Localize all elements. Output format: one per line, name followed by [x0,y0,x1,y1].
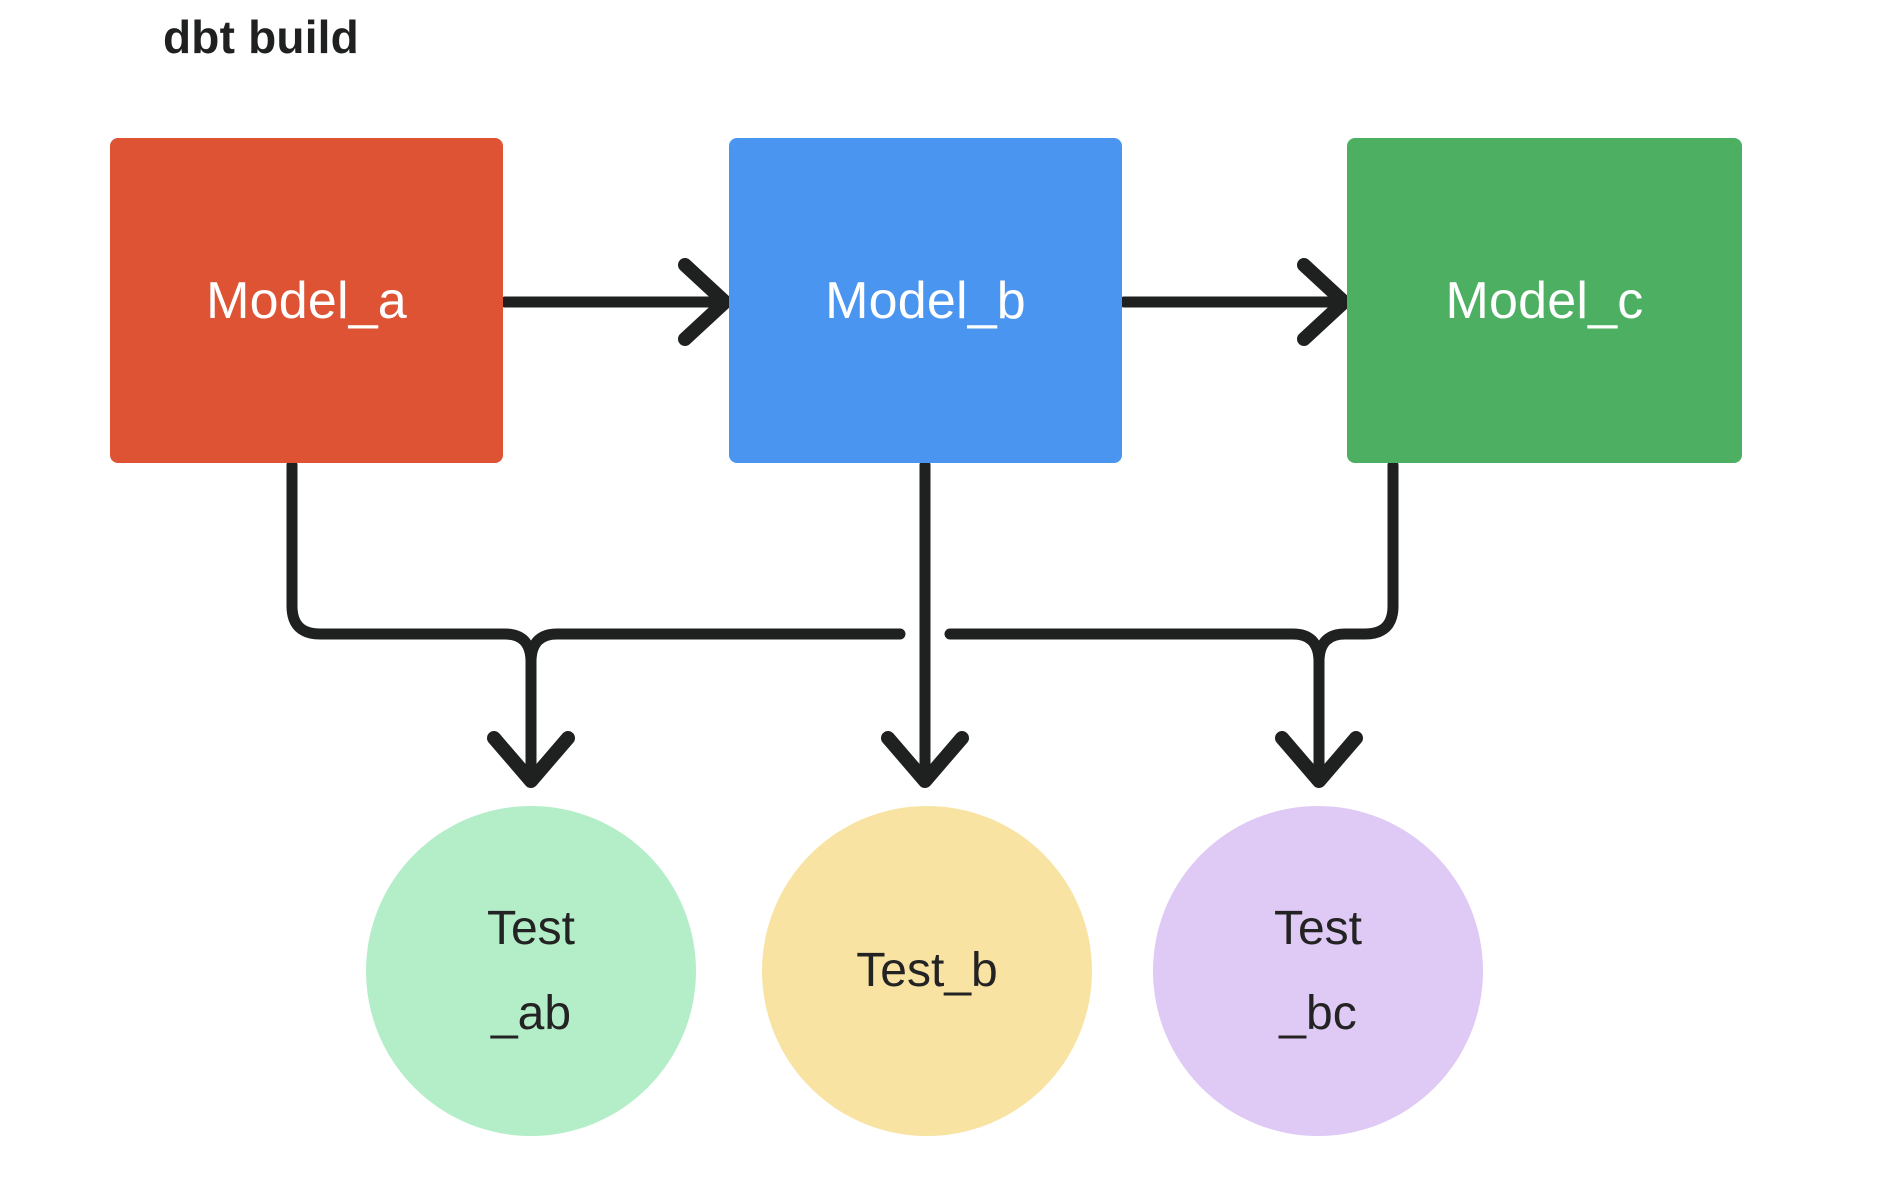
edge-model-a-to-bus [286,459,537,666]
node-test-ab-label-line2: _ab [490,987,572,1040]
node-model-c[interactable]: Model_c [1347,138,1742,463]
edge-model-c-to-bus [1313,459,1399,666]
edge-model-a-to-model-b [499,258,732,346]
node-model-a-label: Model_a [206,271,407,330]
node-test-bc[interactable]: Test _bc [1153,806,1483,1136]
edge-bus-to-test-bc [1275,646,1363,788]
node-test-b[interactable]: Test_b [762,806,1092,1136]
node-test-ab-label-line1: Test [486,901,576,955]
node-test-bc-label-line2: _bc [1279,987,1357,1040]
edge-model-b-to-model-c [1118,258,1351,346]
edge-bus-to-test-ab [487,646,575,788]
edge-bus-left [525,628,906,666]
node-model-b-label: Model_b [825,271,1026,330]
edge-bus-right [944,628,1325,666]
edge-model-b-to-test-b [881,459,969,788]
node-test-b-label-line1: Test_b [856,944,998,998]
node-test-ab[interactable]: Test _ab [366,806,696,1136]
node-model-b[interactable]: Model_b [729,138,1122,463]
node-model-c-label: Model_c [1445,271,1644,330]
node-test-bc-label-line1: Test [1273,901,1363,955]
node-model-a[interactable]: Model_a [110,138,503,463]
page-title: dbt build [163,11,359,63]
